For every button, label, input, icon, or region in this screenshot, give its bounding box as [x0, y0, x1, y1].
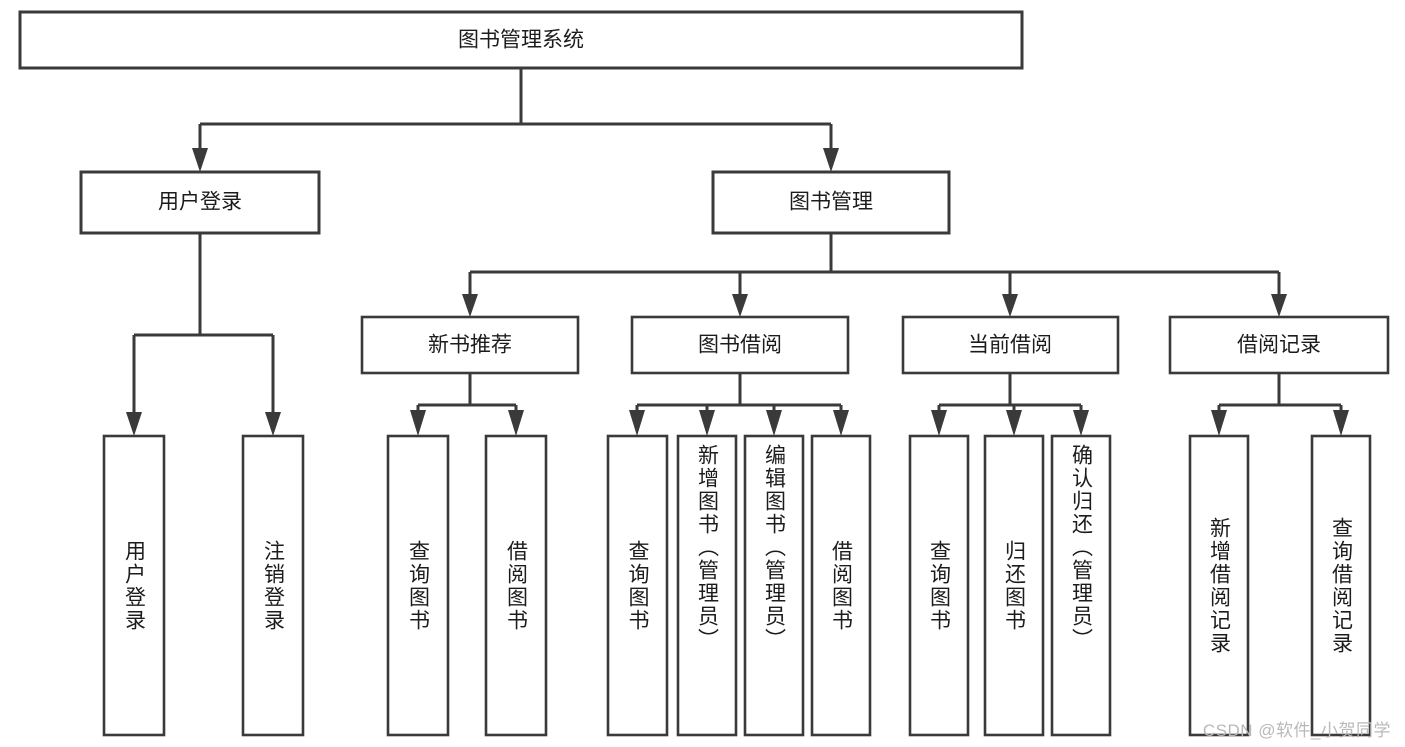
node-book-borrow[interactable] — [630, 315, 850, 375]
node-new-book-rec-label: 新书推荐 — [428, 334, 512, 357]
node-current-borrow-label: 当前借阅 — [968, 334, 1052, 357]
arrow-head-book-manage — [823, 148, 839, 172]
arrow-head-leaf-return-book — [1006, 410, 1022, 436]
node-leaf-logout[interactable] — [241, 434, 305, 737]
arrow-head-leaf-logout — [265, 412, 281, 436]
arrow-head-leaf-query-book-1 — [410, 410, 426, 436]
arrow-head-leaf-add-record — [1211, 410, 1227, 436]
node-current-borrow[interactable] — [901, 315, 1120, 375]
node-book-manage-label: 图书管理 — [789, 191, 873, 214]
arrow-head-leaf-edit-book — [766, 410, 782, 436]
node-borrow-record-label: 借阅记录 — [1237, 334, 1321, 357]
node-leaf-query-book-2[interactable] — [606, 434, 669, 737]
watermark-text: CSDN @软件_小贺同学 — [1202, 721, 1391, 740]
arrow-head-leaf-borrow-book-1 — [508, 410, 524, 436]
arrow-head-user-login — [192, 148, 208, 172]
arrow-head-leaf-query-book-3 — [931, 410, 947, 436]
arrow-head-leaf-query-record — [1333, 410, 1349, 436]
node-leaf-query-book-1[interactable] — [386, 434, 450, 737]
connectors-layer — [126, 68, 1349, 436]
arrow-head-current-borrow — [1002, 294, 1018, 317]
node-leaf-query-book-3[interactable] — [908, 434, 970, 737]
node-book-borrow-label: 图书借阅 — [698, 334, 782, 357]
node-root-label: 图书管理系统 — [458, 29, 584, 52]
node-leaf-add-record[interactable] — [1188, 434, 1250, 737]
arrow-head-borrow-record — [1271, 294, 1287, 317]
node-leaf-user-login[interactable] — [102, 434, 166, 737]
node-borrow-record[interactable] — [1168, 315, 1390, 375]
arrow-head-leaf-query-book-2 — [629, 410, 645, 436]
node-book-manage[interactable] — [711, 170, 951, 235]
node-leaf-return-book[interactable] — [983, 434, 1045, 737]
node-user-login-label: 用户登录 — [158, 191, 242, 214]
node-leaf-confirm-return[interactable] — [1050, 434, 1112, 737]
node-new-book-rec[interactable] — [360, 315, 580, 375]
arrow-head-book-borrow — [732, 294, 748, 317]
arrow-head-leaf-add-book — [699, 410, 715, 436]
nodes-layer: 图书管理系统 用户登录 图书管理 新书推荐 图书借阅 当前借阅 借阅记录 — [18, 10, 1390, 737]
arrow-head-leaf-confirm-return — [1073, 410, 1089, 436]
node-leaf-borrow-book-2[interactable] — [810, 434, 872, 737]
node-user-login[interactable] — [79, 170, 321, 235]
node-root[interactable] — [18, 10, 1024, 70]
node-leaf-borrow-book-1[interactable] — [484, 434, 548, 737]
node-leaf-query-record[interactable] — [1310, 434, 1372, 737]
node-leaf-edit-book[interactable] — [743, 434, 805, 737]
arrow-head-leaf-user-login — [126, 412, 142, 436]
arrow-head-leaf-borrow-book-2 — [833, 410, 849, 436]
node-leaf-add-book[interactable] — [676, 434, 738, 737]
arrow-head-new-book-rec — [462, 294, 478, 317]
